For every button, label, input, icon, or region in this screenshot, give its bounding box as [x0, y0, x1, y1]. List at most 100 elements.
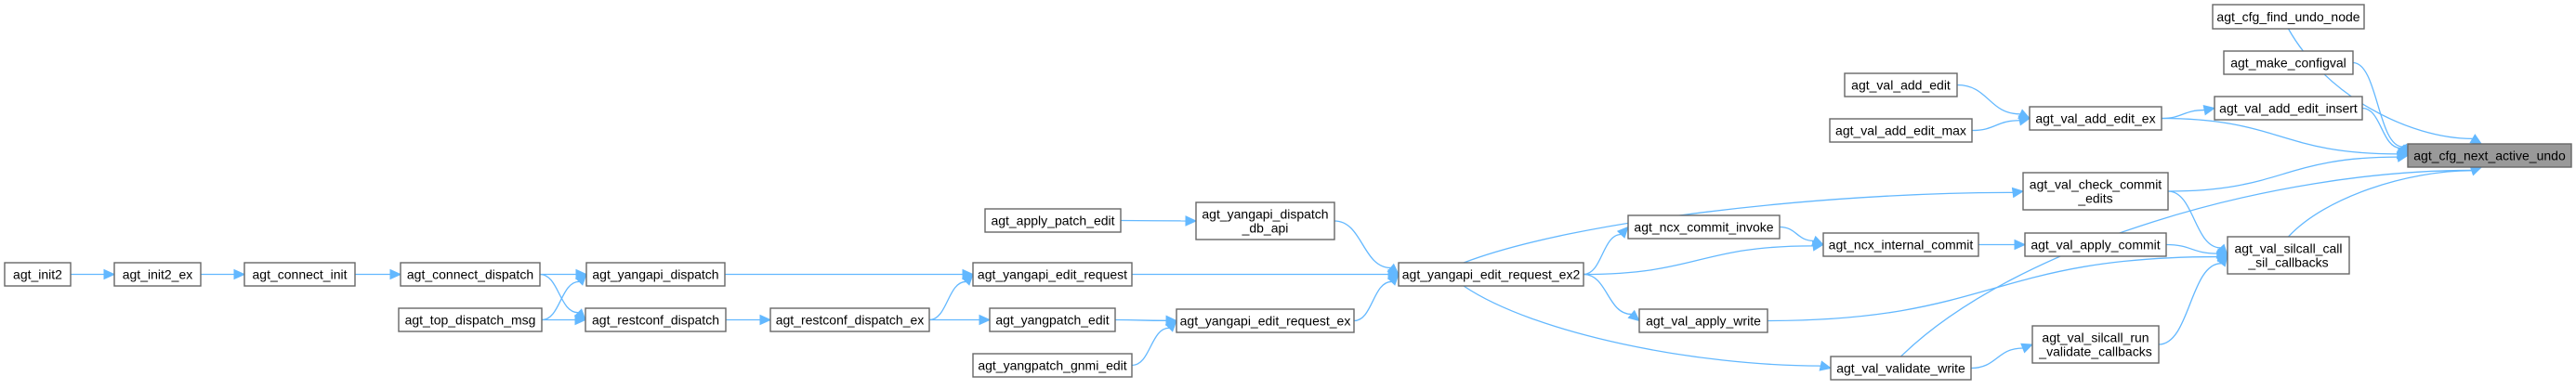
arrowhead-icon	[1627, 309, 1640, 322]
node-label: agt_val_validate_write	[1836, 361, 1965, 376]
node-agt-yangpatch-edit[interactable]: agt_yangpatch_edit	[989, 307, 1116, 332]
edge-agt-connect-init-to-agt-connect-dispatch	[355, 268, 402, 280]
node-agt-yangapi-dispatch[interactable]: agt_yangapi_dispatch	[585, 262, 726, 287]
edge-agt-restconf-dispatch-to-agt-restconf-dispatch-ex	[726, 314, 772, 326]
node-agt-val-add-edit-max[interactable]: agt_val_add_edit_max	[1829, 118, 1973, 143]
node-box	[769, 307, 930, 332]
edge-agt-val-validate-write-to-agt-cfg-next-active-undo	[1900, 165, 2483, 357]
node-label: agt_yangapi_edit_request	[978, 267, 1127, 282]
node-agt-yangapi-edit-request[interactable]: agt_yangapi_edit_request	[972, 262, 1133, 287]
node-agt-val-add-edit[interactable]: agt_val_add_edit	[1844, 72, 1958, 97]
node-agt-cfg-next-active-undo[interactable]: agt_cfg_next_active_undo	[2407, 143, 2572, 168]
node-box	[2022, 172, 2169, 211]
node-agt-init2[interactable]: agt_init2	[4, 262, 72, 287]
edge-line	[2352, 61, 2403, 148]
edge-agt-yangapi-edit-request-to-agt-yangapi-edit-request-ex2	[1132, 268, 1400, 280]
node-agt-yangapi-dispatch-db-api[interactable]: agt_yangapi_dispatch_db_api	[1195, 201, 1335, 240]
node-label: agt_val_add_edit_max	[1835, 123, 1966, 138]
node-agt-yangpatch-gnmi-edit[interactable]: agt_yangpatch_gnmi_edit	[972, 353, 1133, 378]
arrowhead-icon	[233, 268, 246, 280]
arrowhead-icon	[961, 273, 974, 286]
node-agt-yangapi-edit-request-ex[interactable]: agt_yangapi_edit_request_ex	[1176, 308, 1355, 333]
node-agt-restconf-dispatch[interactable]: agt_restconf_dispatch	[585, 307, 727, 332]
node-agt-ncx-internal-commit[interactable]: agt_ncx_internal_commit	[1822, 232, 1979, 257]
arrowhead-icon	[1811, 235, 1825, 246]
arrowhead-icon	[2469, 134, 2483, 145]
arrowhead-icon	[759, 314, 772, 326]
node-label: agt_connect_init	[253, 267, 348, 282]
node-agt-val-validate-write[interactable]: agt_val_validate_write	[1830, 356, 1972, 381]
node-agt-val-check-commit-edits[interactable]: agt_val_check_commit_edits	[2022, 172, 2169, 211]
node-label: agt_yangapi_dispatch	[592, 267, 718, 282]
node-agt-val-apply-commit[interactable]: agt_val_apply_commit	[2024, 232, 2167, 257]
node-label: agt_restconf_dispatch_ex	[776, 313, 925, 328]
edge-agt-yangapi-edit-request-ex-to-agt-yangapi-edit-request-ex2	[1353, 273, 1400, 322]
node-agt-val-add-edit-ex[interactable]: agt_val_add_edit_ex	[2029, 106, 2162, 131]
node-label: agt_val_add_edit_ex	[2035, 111, 2155, 126]
arrowhead-icon	[1616, 226, 1629, 239]
arrowhead-icon	[1185, 215, 1198, 227]
node-box	[1638, 308, 1768, 333]
node-agt-ncx-commit-invoke[interactable]: agt_ncx_commit_invoke	[1627, 214, 1781, 240]
node-label: agt_ncx_internal_commit	[1829, 238, 1974, 253]
node-label: agt_init2	[13, 267, 62, 282]
node-box	[2212, 4, 2365, 30]
arrowhead-icon	[1819, 360, 1833, 371]
node-agt-restconf-dispatch-ex[interactable]: agt_restconf_dispatch_ex	[769, 307, 930, 332]
node-agt-yangapi-edit-request-ex2[interactable]: agt_yangapi_edit_request_ex2	[1398, 262, 1584, 287]
node-agt-top-dispatch-msg[interactable]: agt_top_dispatch_msg	[398, 307, 543, 332]
node-label: agt_yangapi_dispatch	[1202, 207, 1328, 222]
edge-line	[2165, 243, 2218, 254]
node-agt-cfg-find-undo-node[interactable]: agt_cfg_find_undo_node	[2212, 4, 2365, 30]
arrowhead-icon	[2014, 239, 2027, 251]
edge-agt-yangapi-dispatch-db-api-to-agt-yangapi-edit-request-ex2	[1334, 220, 1400, 276]
node-label: agt_val_add_edit	[1851, 78, 1951, 93]
arrowhead-icon	[103, 268, 116, 280]
node-label: _validate_callbacks	[2038, 344, 2151, 359]
node-agt-val-silcall-call-sil-callbacks[interactable]: agt_val_silcall_call_sil_callbacks	[2227, 236, 2350, 275]
edge-agt-yangapi-edit-request-ex2-to-agt-val-apply-write	[1583, 273, 1640, 322]
edge-agt-yangapi-dispatch-to-agt-yangapi-edit-request	[725, 268, 975, 280]
arrowhead-icon	[574, 314, 587, 326]
edge-agt-val-validate-write-to-agt-val-silcall-run-validate-callbacks	[1970, 343, 2034, 370]
node-agt-make-configval[interactable]: agt_make_configval	[2223, 50, 2354, 75]
edge-line	[2158, 263, 2222, 345]
edge-agt-init2-to-agt-init2-ex	[71, 268, 116, 280]
node-label: agt_apply_patch_edit	[991, 214, 1114, 228]
node-agt-val-add-edit-insert[interactable]: agt_val_add_edit_insert	[2214, 96, 2363, 121]
node-box	[972, 353, 1133, 378]
arrowhead-icon	[2396, 151, 2410, 162]
edge-agt-ncx-commit-invoke-to-agt-ncx-internal-commit	[1779, 226, 1825, 246]
node-agt-init2-ex[interactable]: agt_init2_ex	[113, 262, 202, 287]
node-box	[1195, 201, 1335, 240]
node-agt-val-silcall-run-validate-callbacks[interactable]: agt_val_silcall_run_validate_callbacks	[2031, 325, 2160, 364]
node-agt-connect-dispatch[interactable]: agt_connect_dispatch	[400, 262, 541, 287]
edge-line	[1583, 273, 1632, 316]
node-box	[2214, 96, 2363, 121]
node-box	[2223, 50, 2354, 75]
edge-line	[1334, 220, 1391, 269]
edge-agt-val-check-commit-edits-to-agt-cfg-next-active-undo	[2167, 151, 2410, 192]
node-box	[1830, 356, 1972, 381]
arrowhead-icon	[979, 314, 992, 326]
edge-line	[928, 280, 966, 321]
node-label: _db_api	[1242, 221, 1289, 236]
edge-agt-yangapi-edit-request-ex2-to-agt-ncx-internal-commit	[1583, 240, 1825, 276]
node-box	[113, 262, 202, 287]
edge-line	[2161, 109, 2205, 120]
edge-agt-top-dispatch-msg-to-agt-yangapi-dispatch	[541, 273, 587, 321]
node-agt-connect-init[interactable]: agt_connect_init	[243, 262, 356, 287]
node-box	[2227, 236, 2350, 275]
edge-agt-val-add-edit-insert-to-agt-cfg-next-active-undo	[2361, 107, 2409, 157]
edge-line	[1463, 191, 2014, 264]
node-box	[1844, 72, 1958, 97]
node-agt-apply-patch-edit[interactable]: agt_apply_patch_edit	[984, 208, 1122, 233]
node-agt-val-apply-write[interactable]: agt_val_apply_write	[1638, 308, 1768, 333]
node-label: agt_val_silcall_call	[2235, 241, 2343, 256]
edge-agt-val-add-edit-max-to-agt-val-add-edit-ex	[1971, 115, 2031, 132]
node-label: agt_cfg_find_undo_node	[2216, 9, 2359, 24]
edge-agt-val-silcall-run-validate-callbacks-to-agt-val-silcall-call-sil-callbacks	[2158, 254, 2228, 345]
edge-line	[1583, 233, 1622, 276]
node-box	[1398, 262, 1584, 287]
edge-agt-val-silcall-call-sil-callbacks-to-agt-cfg-next-active-undo	[2288, 165, 2483, 238]
